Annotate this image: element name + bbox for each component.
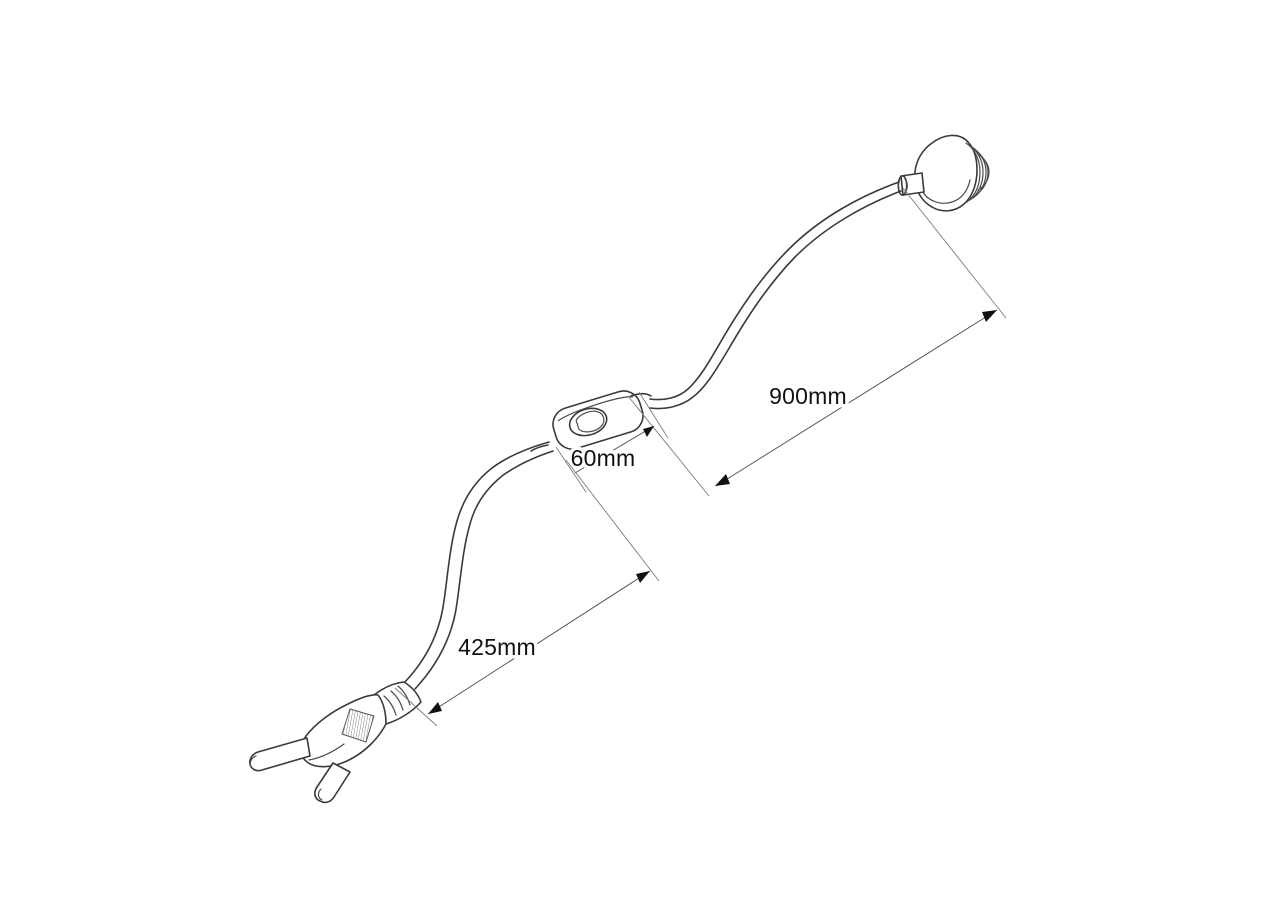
dim-900-line bbox=[715, 309, 998, 487]
cable-lower-edge-outer bbox=[403, 441, 550, 684]
switch-rocker-tongue bbox=[575, 410, 605, 433]
cable-upper bbox=[649, 181, 902, 410]
switch-body-seam bbox=[557, 396, 634, 422]
plug-body-contour bbox=[308, 743, 345, 761]
dim-425-arrow-upper bbox=[636, 571, 650, 583]
lamp-socket-body bbox=[914, 134, 978, 212]
dimension-425mm: 425mm bbox=[394, 459, 660, 727]
lamp-socket-inner-contour bbox=[921, 179, 971, 204]
lamp-socket-collar bbox=[897, 172, 925, 196]
dim-425-line bbox=[427, 570, 651, 715]
cable-lower bbox=[403, 441, 554, 690]
switch-cable-stub-top bbox=[630, 392, 652, 397]
lamp-socket-thread-rings bbox=[965, 142, 990, 203]
dim-60-arrow-upper bbox=[643, 426, 654, 437]
dim-60-ext-line-bottom bbox=[555, 446, 587, 493]
plug-prong-lower bbox=[314, 762, 351, 804]
plug-prong-upper bbox=[249, 737, 311, 772]
plug-grip-hatch bbox=[341, 708, 375, 743]
dim-60-label: 60mm bbox=[571, 445, 636, 471]
dim-60-ext-line-top bbox=[638, 391, 669, 439]
europlug bbox=[249, 681, 422, 804]
dim-425-arrow-lower bbox=[428, 702, 442, 714]
rocker-switch bbox=[530, 390, 652, 452]
lamp-socket bbox=[897, 134, 990, 212]
dimension-900mm: 900mm bbox=[627, 187, 1007, 497]
cable-upper-edge-outer bbox=[649, 181, 900, 401]
cable-upper-edge-inner bbox=[649, 190, 902, 410]
dim-425-label: 425mm bbox=[458, 634, 536, 660]
dimension-60mm: 60mm bbox=[555, 391, 669, 493]
dim-900-ext-line-lower bbox=[627, 395, 710, 497]
dim-425-ext-line-lower bbox=[394, 687, 438, 727]
dim-60-line bbox=[574, 425, 655, 474]
switch-cable-stub-bottom bbox=[530, 444, 549, 452]
dim-900-label: 900mm bbox=[769, 383, 847, 409]
dim-425-ext-line-upper bbox=[565, 459, 660, 582]
dim-900-arrow-upper bbox=[982, 310, 997, 322]
cable-lower-edge-inner bbox=[414, 450, 554, 690]
dim-900-ext-line-upper bbox=[902, 187, 1007, 319]
dim-900-arrow-lower bbox=[715, 474, 730, 486]
